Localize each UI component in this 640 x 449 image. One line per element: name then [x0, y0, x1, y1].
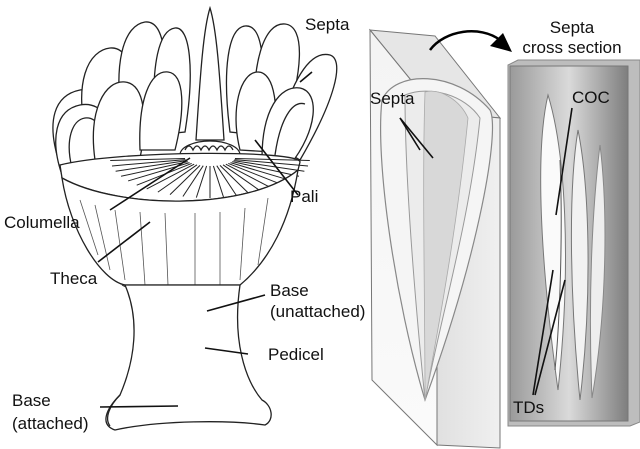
label-base-attached-line2: (attached): [12, 414, 89, 433]
label-tds: TDs: [513, 398, 544, 417]
septa-cross-section: [508, 60, 640, 426]
label-pedicel: Pedicel: [268, 345, 324, 364]
label-base-unattached-line1: Base: [270, 281, 309, 300]
base-attached-leader: [100, 406, 178, 407]
label-theca: Theca: [50, 269, 98, 288]
label-base-attached-line1: Base: [12, 391, 51, 410]
label-septa: Septa: [305, 15, 350, 34]
pedicel: [106, 285, 271, 430]
label-cross-section-line2: cross section: [522, 38, 621, 57]
label-pali: Pali: [290, 187, 318, 206]
label-block-septa: Septa: [370, 89, 415, 108]
coral-polyp-illustration: [53, 8, 337, 430]
label-base-unattached-line2: (unattached): [270, 302, 365, 321]
label-columella: Columella: [4, 213, 80, 232]
label-cross-section-line1: Septa: [550, 18, 595, 37]
label-coc: COC: [572, 88, 610, 107]
